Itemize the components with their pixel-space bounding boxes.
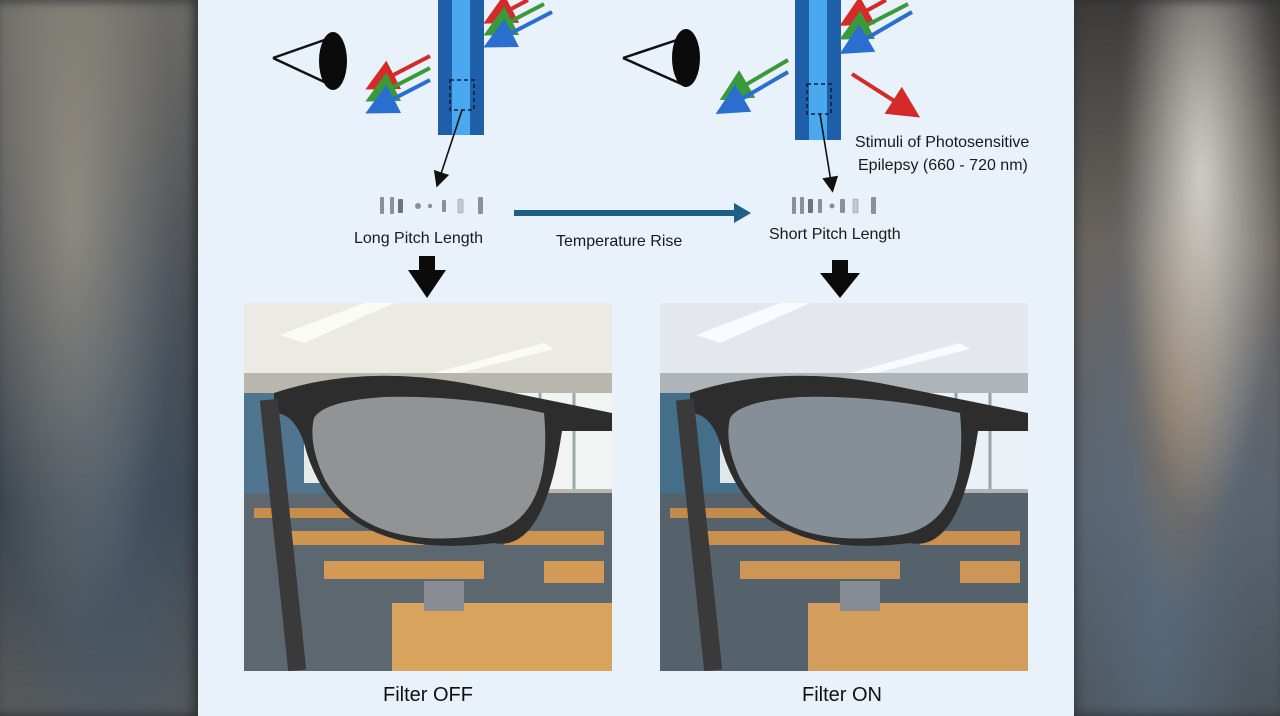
light-ray-icon-transmitted-right: [715, 58, 790, 115]
down-arrow-icon-right: [820, 260, 860, 298]
light-ray-icon-incoming-right: [839, 0, 914, 55]
blurred-background-left: [0, 0, 194, 716]
zoom-pointer-right: [819, 113, 839, 193]
long-pitch-label: Long Pitch Length: [354, 230, 483, 247]
down-arrow-icon-left: [408, 256, 446, 298]
eye-icon-right: [622, 29, 700, 88]
figure-panel: Long Pitch Length Temperature Rise Short…: [198, 0, 1074, 716]
temperature-arrow: [514, 203, 751, 223]
light-ray-icon-outgoing-left: [365, 54, 431, 114]
filter-off-caption: Filter OFF: [383, 684, 473, 706]
filter-film-right: [795, 0, 841, 140]
short-pitch-label: Short Pitch Length: [769, 226, 901, 243]
temperature-label: Temperature Rise: [556, 233, 683, 250]
classroom-photo-filter-off: [244, 303, 612, 671]
light-ray-icon-reflected-red: [850, 72, 921, 118]
classroom-photo-filter-on: [660, 303, 1028, 671]
stimuli-label-line1: Stimuli of Photosensitive: [855, 134, 1030, 151]
stimuli-label-line2: Epilepsy (660 - 720 nm): [858, 157, 1028, 174]
eye-icon-left: [272, 32, 347, 90]
long-pitch-molecules: [380, 197, 483, 214]
diagram-svg: [272, 0, 921, 298]
filter-on-caption: Filter ON: [802, 684, 882, 706]
zoom-pointer-left: [433, 109, 463, 188]
short-pitch-molecules: [792, 197, 876, 214]
light-ray-icon-incoming-left: [483, 0, 553, 48]
blurred-background-right: [1074, 0, 1280, 716]
